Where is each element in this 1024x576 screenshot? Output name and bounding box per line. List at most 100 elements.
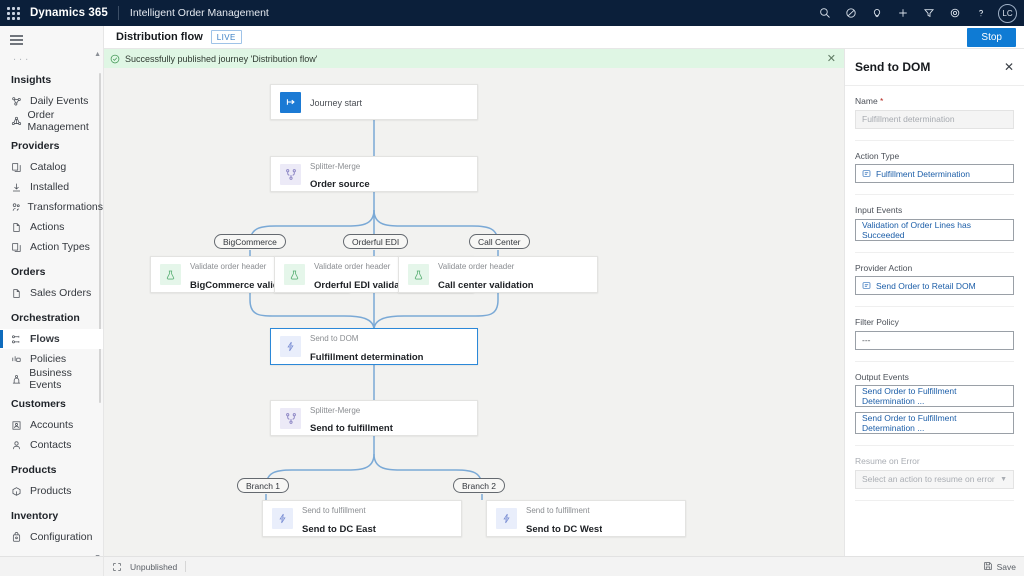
sidebar-scrollbar[interactable]: [99, 73, 101, 403]
flow-node-subtitle: Validate order header: [314, 262, 391, 272]
flow-node-order-source[interactable]: Splitter-Merge Order source: [270, 156, 478, 192]
stop-button[interactable]: Stop: [967, 27, 1016, 47]
output-event-item[interactable]: Send Order to Fulfillment Determination …: [855, 385, 1014, 407]
sidebar-item-accounts[interactable]: Accounts: [0, 415, 103, 435]
flow-node-send-to-fulfillment[interactable]: Splitter-Merge Send to fulfillment: [270, 400, 478, 436]
validate-flask-icon: [408, 264, 429, 285]
flow-node-label: Send to fulfillment: [310, 423, 393, 434]
divider: [855, 139, 1014, 141]
sidebar-group-orchestration: Orchestration: [11, 312, 80, 324]
status-bar: Unpublished Save: [104, 556, 1024, 576]
panel-header: Send to DOM ✕: [845, 49, 1024, 86]
resume-on-error-select[interactable]: Select an action to resume on error ▼: [855, 469, 1014, 489]
panel-body: Name Fulfillment determination Action Ty…: [845, 86, 1024, 501]
field-provider-action: Provider Action Send Order to Retail DOM: [855, 263, 1014, 295]
properties-panel: Send to DOM ✕ Name Fulfillment determina…: [844, 49, 1024, 556]
branch-pill-call-center[interactable]: Call Center: [469, 234, 530, 249]
sidebar-item-label: Accounts: [30, 419, 74, 431]
field-label: Resume on Error: [855, 456, 920, 466]
flow-node-fulfillment-determination[interactable]: Send to DOM Fulfillment determination: [270, 328, 478, 365]
sidebar-item-transformations[interactable]: Transformations: [0, 197, 103, 217]
flow-node-send-to-dc-west[interactable]: Send to fulfillment Send to DC West: [486, 500, 686, 537]
sidebar-item-flows[interactable]: Flows: [0, 329, 103, 349]
sidebar-item-business-events[interactable]: Business Events: [0, 367, 103, 391]
focus-assist-icon[interactable]: [839, 0, 863, 26]
input-event-item[interactable]: Validation of Order Lines has Succeeded: [855, 218, 1014, 241]
sidebar-overflow-ellipsis: ...: [13, 51, 32, 63]
sidebar-item-action-types[interactable]: Action Types: [0, 237, 103, 257]
field-label: Name: [855, 96, 1014, 106]
resume-on-error-placeholder: Select an action to resume on error: [862, 474, 995, 484]
close-icon[interactable]: ✕: [826, 53, 836, 65]
order-management-icon: [11, 116, 23, 127]
filter-policy-value[interactable]: ---: [855, 330, 1014, 350]
sidebar-group-customers: Customers: [11, 398, 66, 410]
insights-idea-icon[interactable]: [865, 0, 889, 26]
sidebar-group-orders: Orders: [11, 266, 46, 278]
filter-icon[interactable]: [917, 0, 941, 26]
sidebar-item-installed[interactable]: Installed: [0, 177, 103, 197]
publish-state: Unpublished: [130, 561, 178, 572]
sidebar-item-label: Sales Orders: [30, 287, 92, 299]
search-icon[interactable]: [813, 0, 837, 26]
sidebar-item-order-management[interactable]: Order Management: [0, 109, 103, 133]
provider-action-value[interactable]: Send Order to Retail DOM: [855, 276, 1014, 295]
validate-flask-icon: [284, 264, 305, 285]
flow-node-call-center-validation[interactable]: Validate order header Call center valida…: [398, 256, 598, 293]
field-output-events: Output Events Send Order to Fulfillment …: [855, 372, 1014, 434]
sidebar-item-daily-events[interactable]: Daily Events: [0, 91, 103, 111]
scroll-up-icon[interactable]: ▲: [94, 51, 101, 58]
flow-node-journey-start[interactable]: Journey start: [270, 84, 478, 120]
sidebar-item-policies[interactable]: Policies: [0, 349, 103, 369]
divider: [855, 306, 1014, 307]
sidebar-item-label: Catalog: [30, 161, 67, 173]
action-type-value[interactable]: Fulfillment Determination: [855, 164, 1014, 183]
save-button[interactable]: Save: [983, 561, 1016, 573]
sidebar-scroll-area[interactable]: ▲ ... Insights Daily Events: [0, 51, 103, 568]
output-event-item[interactable]: Send Order to Fulfillment Determination …: [855, 412, 1014, 434]
add-new-icon[interactable]: [891, 0, 915, 26]
branch-pill-bigcommerce[interactable]: BigCommerce: [214, 234, 286, 249]
close-icon[interactable]: ✕: [1003, 60, 1014, 74]
sidebar-item-sales-orders[interactable]: Sales Orders: [0, 283, 103, 303]
sidebar-item-products[interactable]: Products: [0, 481, 103, 501]
branch-pill-orderful-edi[interactable]: Orderful EDI: [343, 234, 409, 249]
accounts-icon: [11, 420, 26, 431]
sidebar-item-label: Action Types: [30, 241, 90, 253]
header-divider: [117, 6, 119, 20]
branch-pill-branch-2[interactable]: Branch 2: [453, 478, 506, 493]
sidebar: ▲ ... Insights Daily Events: [0, 26, 104, 576]
pill-label: Branch 2: [462, 480, 497, 491]
settings-gear-icon[interactable]: [943, 0, 967, 26]
business-events-icon: [11, 374, 25, 385]
transformations-icon: [11, 202, 24, 213]
sidebar-item-label: Order Management: [27, 109, 89, 133]
avatar[interactable]: LC: [998, 3, 1017, 23]
divider: [855, 251, 1014, 253]
expand-icon[interactable]: [112, 562, 122, 572]
name-input[interactable]: Fulfillment determination: [855, 109, 1014, 129]
sidebar-item-actions[interactable]: Actions: [0, 217, 103, 237]
sidebar-item-catalog[interactable]: Catalog: [0, 157, 103, 177]
success-check-icon: [110, 54, 120, 64]
status-divider: [185, 561, 187, 572]
flow-node-subtitle: Send to fulfillment: [302, 506, 366, 516]
sidebar-item-contacts[interactable]: Contacts: [0, 435, 103, 455]
pill-label: Orderful EDI: [352, 236, 400, 247]
sidebar-collapse-icon[interactable]: [0, 26, 103, 51]
flow-node-send-to-dc-east[interactable]: Send to fulfillment Send to DC East: [262, 500, 462, 537]
sidebar-group-inventory: Inventory: [11, 510, 59, 522]
app-name: Intelligent Order Management: [129, 7, 269, 19]
help-icon[interactable]: [969, 0, 993, 26]
flow-canvas[interactable]: Journey start Splitter-Merge Order sourc…: [104, 68, 844, 556]
field-resume-on-error: Resume on Error Select an action to resu…: [855, 456, 1014, 489]
branch-pill-branch-1[interactable]: Branch 1: [237, 478, 290, 493]
status-badge: LIVE: [210, 30, 242, 44]
splitter-merge-icon: [280, 163, 301, 185]
command-bar: Distribution flow LIVE Stop: [104, 26, 1024, 49]
field-input-events: Input Events Validation of Order Lines h…: [855, 205, 1014, 241]
validate-flask-icon: [160, 264, 181, 285]
sidebar-group-providers: Providers: [11, 140, 60, 152]
sidebar-item-configuration[interactable]: Configuration: [0, 527, 103, 547]
app-launcher-icon[interactable]: [0, 0, 26, 26]
